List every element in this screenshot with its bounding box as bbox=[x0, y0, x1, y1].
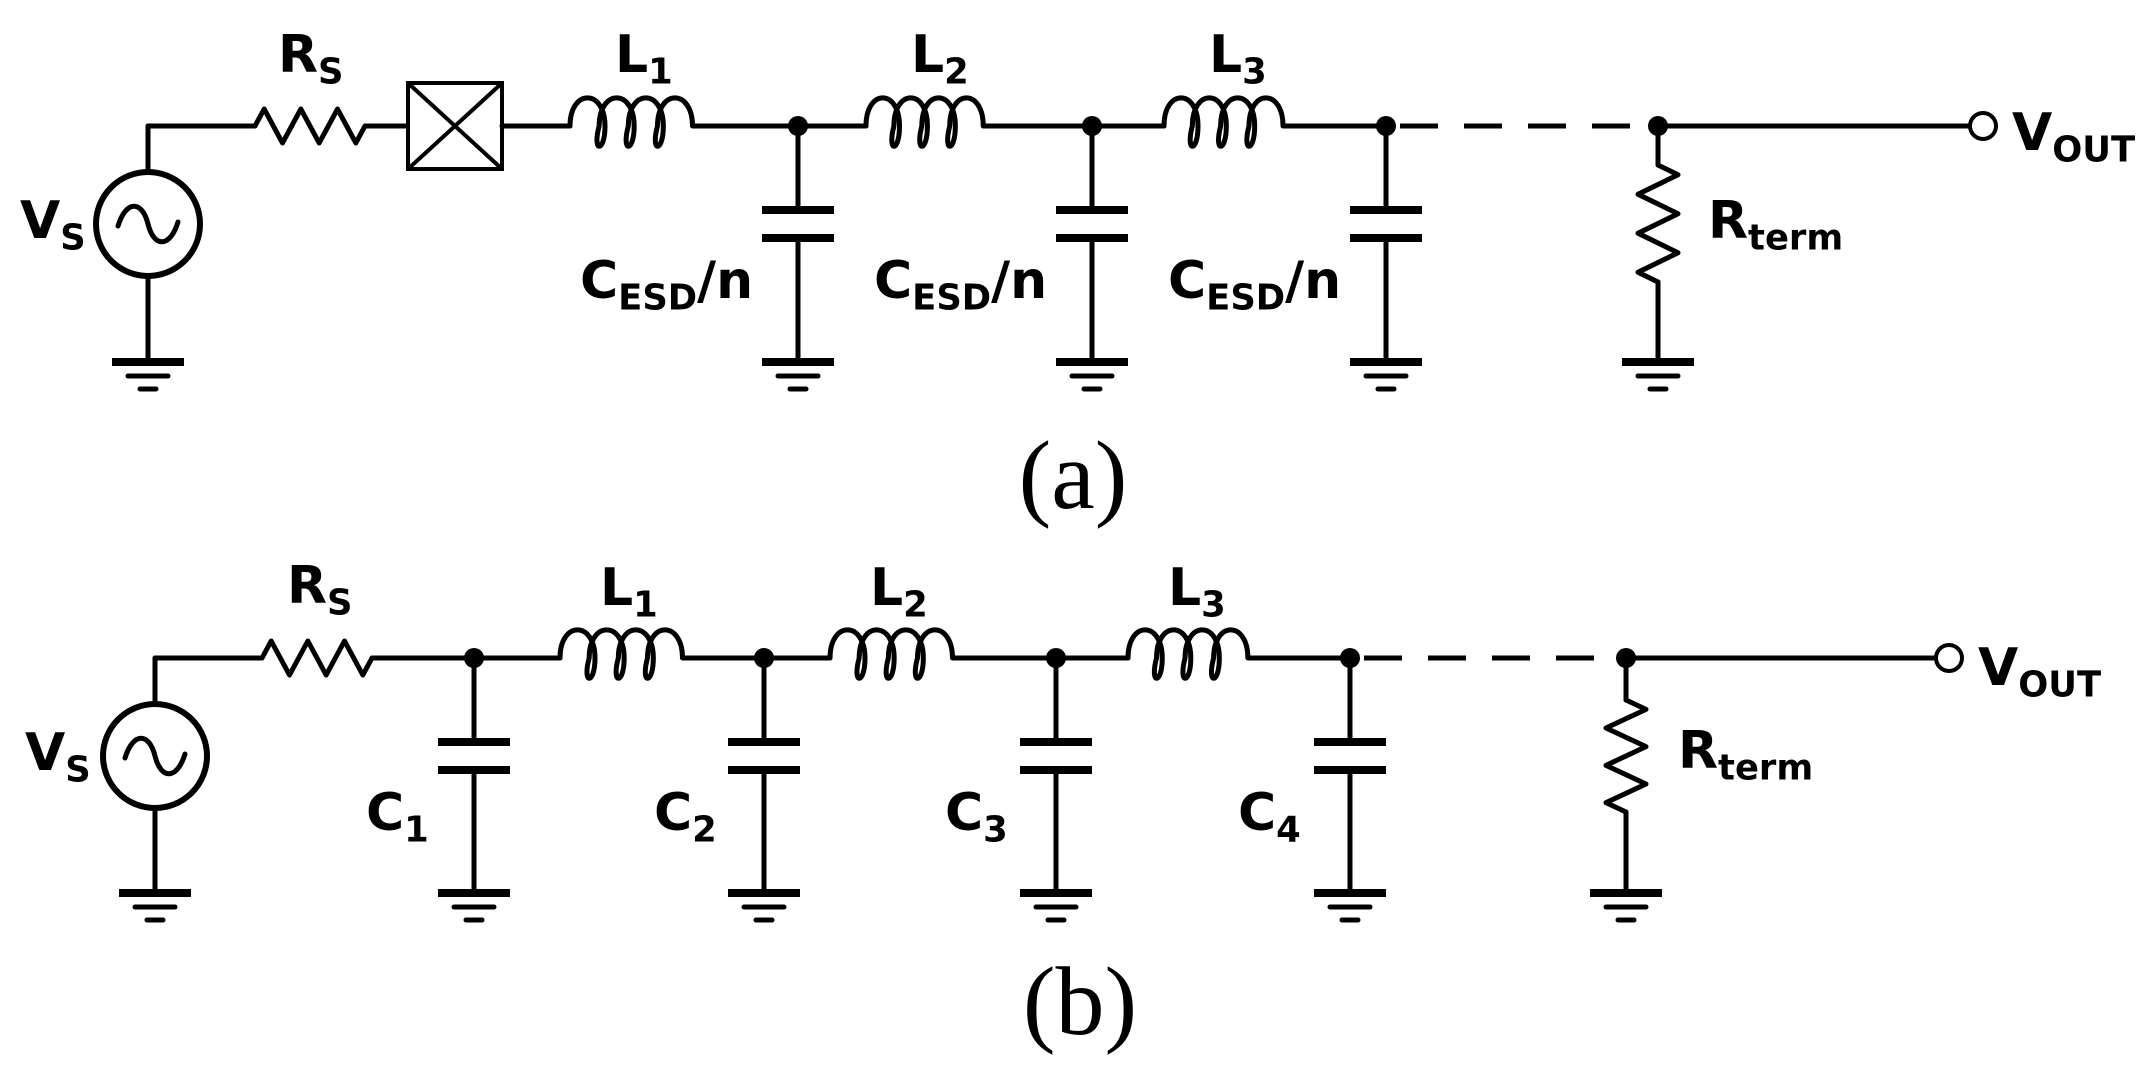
ground-symbol bbox=[112, 358, 184, 392]
capacitor-symbol bbox=[1314, 738, 1386, 774]
capacitor-symbol bbox=[438, 738, 510, 774]
output-label: VOUT bbox=[2012, 103, 2135, 170]
inductor-coil bbox=[827, 627, 973, 681]
inductor-label-2: L2 bbox=[911, 25, 969, 92]
capacitor-label-1: C1 bbox=[366, 783, 429, 850]
sine-wave-icon bbox=[122, 735, 188, 777]
pad-box bbox=[406, 81, 504, 171]
capacitor-symbol bbox=[1350, 206, 1422, 242]
resistor-zigzag bbox=[1635, 162, 1681, 285]
capacitor-symbol bbox=[1020, 738, 1092, 774]
inductor-label-3: L3 bbox=[1209, 25, 1267, 92]
capacitor-symbol bbox=[1056, 206, 1128, 242]
capacitor-label-3: C3 bbox=[945, 783, 1008, 850]
inductor-coil bbox=[1125, 627, 1268, 681]
inductor-label-b-2: L2 bbox=[870, 558, 928, 625]
esd-capacitor-label-3: CESD/n bbox=[1168, 251, 1341, 318]
ground-symbol bbox=[1020, 889, 1092, 923]
inductor-coil bbox=[863, 95, 1003, 149]
inductor-coil bbox=[557, 627, 703, 681]
esd-capacitor-label-2: CESD/n bbox=[874, 251, 1047, 318]
source-label-b: VS bbox=[25, 723, 91, 790]
capacitor-symbol bbox=[728, 738, 800, 774]
termination-label: Rterm bbox=[1708, 191, 1843, 258]
inductor-label-b-1: L1 bbox=[600, 558, 658, 625]
ground-symbol bbox=[762, 358, 834, 392]
inductor-label-1: L1 bbox=[615, 25, 673, 92]
inductor-coil bbox=[567, 95, 713, 149]
ground-symbol bbox=[1314, 889, 1386, 923]
output-terminal bbox=[1968, 111, 1998, 141]
capacitor-label-4: C4 bbox=[1238, 783, 1301, 850]
capacitor-label-2: C2 bbox=[654, 783, 717, 850]
sine-wave-icon bbox=[115, 203, 181, 245]
caption-a: (a) bbox=[1019, 422, 1128, 530]
ac-source bbox=[93, 169, 203, 279]
inductor-coil bbox=[1161, 95, 1303, 149]
output-label-b: VOUT bbox=[1978, 638, 2101, 705]
ground-symbol bbox=[1056, 358, 1128, 392]
resistor-zigzag bbox=[259, 638, 375, 678]
esd-capacitor-label-1: CESD/n bbox=[580, 251, 753, 318]
ground-symbol bbox=[438, 889, 510, 923]
resistor-zigzag bbox=[252, 106, 368, 146]
ground-symbol bbox=[1590, 889, 1662, 923]
inductor-label-b-3: L3 bbox=[1168, 558, 1226, 625]
output-terminal bbox=[1934, 643, 1964, 673]
resistor-zigzag bbox=[1603, 697, 1649, 815]
ground-symbol bbox=[1350, 358, 1422, 392]
ac-source bbox=[100, 701, 210, 811]
ground-symbol bbox=[119, 889, 191, 923]
source-label: VS bbox=[20, 191, 86, 258]
ground-symbol bbox=[728, 889, 800, 923]
caption-b: (b) bbox=[1023, 948, 1137, 1056]
termination-label-b: Rterm bbox=[1678, 721, 1813, 788]
ground-symbol bbox=[1622, 358, 1694, 392]
series-resistor-label: RS bbox=[278, 25, 344, 92]
series-resistor-label-b: RS bbox=[287, 556, 353, 623]
capacitor-symbol bbox=[762, 206, 834, 242]
